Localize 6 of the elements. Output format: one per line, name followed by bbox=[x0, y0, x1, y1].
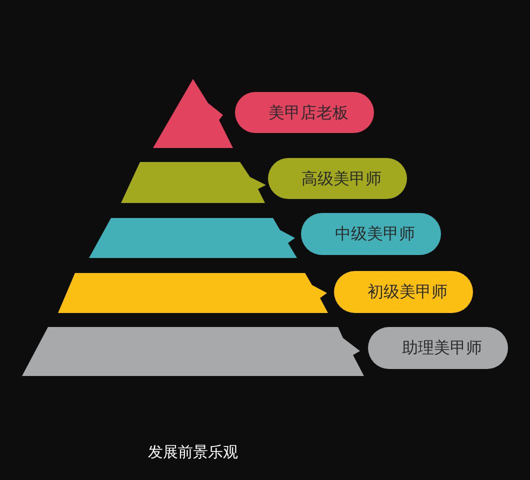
level-callout: 中级美甲师 bbox=[301, 213, 441, 255]
level-callout: 初级美甲师 bbox=[334, 271, 473, 313]
caption-text: 发展前景乐观 bbox=[148, 442, 238, 462]
level-callout: 助理美甲师 bbox=[368, 327, 508, 369]
level-callout: 美甲店老板 bbox=[235, 92, 374, 133]
level-callout: 高级美甲师 bbox=[268, 158, 407, 199]
